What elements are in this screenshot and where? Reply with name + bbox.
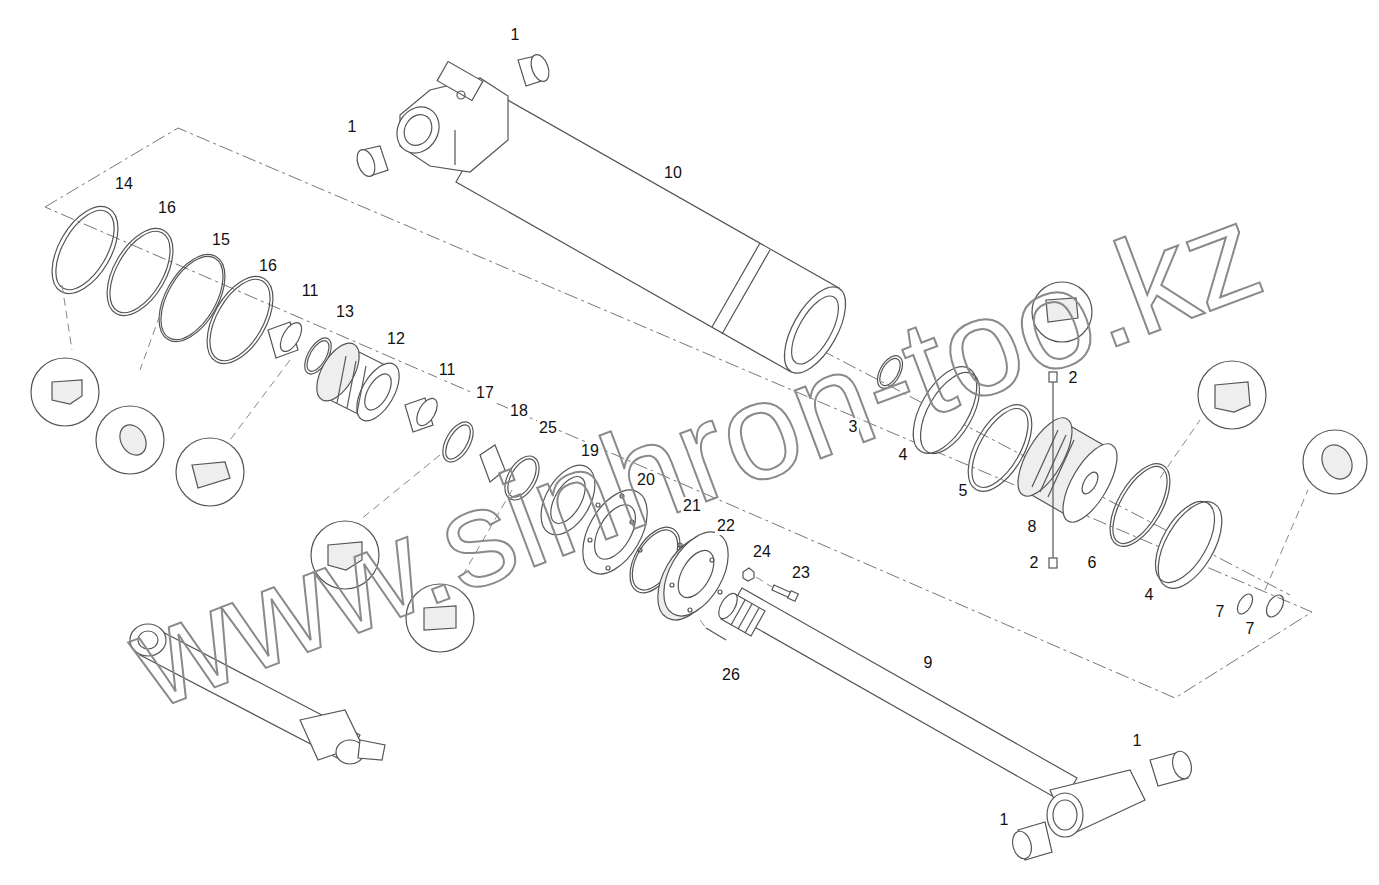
callout-number: 17 (474, 384, 496, 402)
watermark: www.sinhron-too.kz (113, 180, 1277, 730)
callout-number: 3 (847, 418, 860, 436)
callout-number: 20 (635, 471, 657, 489)
callout-number: 25 (537, 419, 559, 437)
callout-number: 1 (998, 811, 1011, 829)
callout-number: 14 (113, 175, 135, 193)
callout-number: 9 (922, 654, 935, 672)
callout-number: 26 (720, 666, 742, 684)
callout-number: 6 (1086, 554, 1099, 572)
callout-number: 2 (1067, 369, 1080, 387)
seal-rings (38, 195, 336, 378)
callout-number: 16 (156, 199, 178, 217)
callout-number: 1 (346, 118, 359, 136)
callout-number: 13 (334, 303, 356, 321)
callout-number: 22 (715, 517, 737, 535)
callout-number: 4 (1143, 586, 1156, 604)
callout-number: 23 (790, 564, 812, 582)
callout-number: 12 (385, 330, 407, 348)
callout-number: 1 (509, 26, 522, 44)
callout-number: 19 (579, 442, 601, 460)
bushing (354, 52, 553, 179)
callout-number: 1 (1131, 732, 1144, 750)
callout-number: 8 (1026, 518, 1039, 536)
callout-number: 24 (751, 543, 773, 561)
callout-number: 7 (1244, 620, 1257, 638)
rod (715, 588, 1194, 861)
callout-number: 2 (1028, 554, 1041, 572)
callout-number: 18 (508, 402, 530, 420)
gland (308, 336, 408, 427)
callout-number: 7 (1214, 603, 1227, 621)
callout-number: 11 (300, 282, 321, 300)
callout-number: 16 (257, 257, 279, 275)
barrel (389, 62, 858, 383)
callout-number: 11 (437, 361, 458, 379)
callout-number: 21 (681, 497, 703, 515)
callout-number: 4 (897, 446, 910, 464)
callout-number: 15 (210, 231, 232, 249)
callout-number: 10 (662, 164, 684, 182)
callout-number: 5 (957, 482, 970, 500)
